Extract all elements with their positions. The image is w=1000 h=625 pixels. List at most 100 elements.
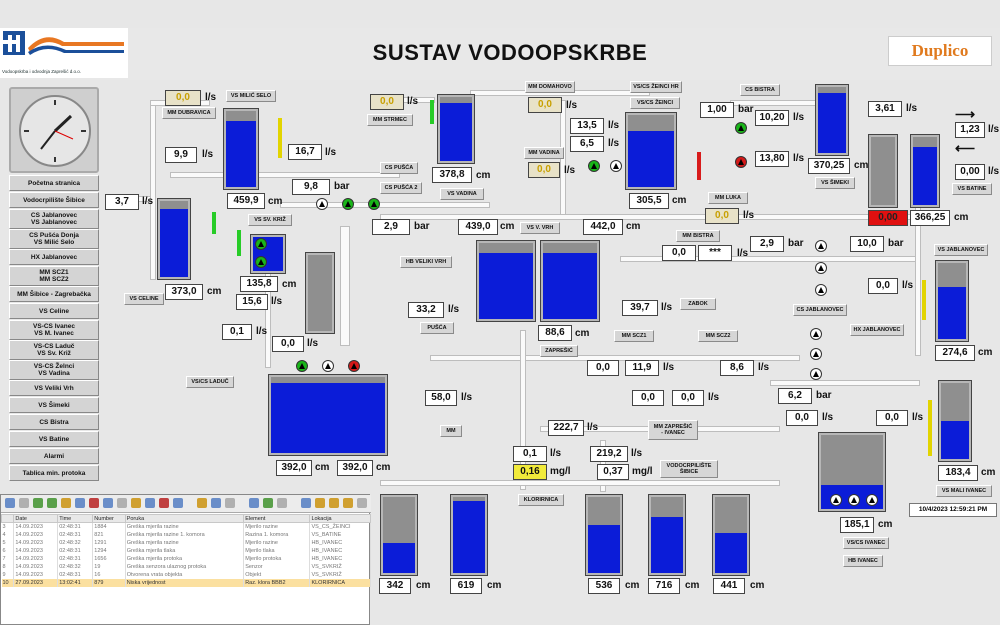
pump-icon[interactable] — [316, 198, 328, 210]
folder-icon[interactable] — [61, 498, 71, 508]
pump-icon[interactable] — [368, 198, 380, 210]
nav-item[interactable]: CS Jablanovec VS Jablanovec — [9, 209, 99, 229]
mm-luka-label[interactable]: MM LUKA — [708, 192, 748, 204]
vs-cs-ivanec-label[interactable]: VS/CS IVANEC — [843, 537, 889, 549]
view-icon[interactable] — [211, 498, 221, 508]
vs-jablanovec-label[interactable]: VS JABLANOVEC — [934, 244, 988, 256]
pump-icon[interactable] — [735, 156, 747, 168]
nav-item[interactable]: CS Bistra — [9, 414, 99, 430]
mm-vadina-label[interactable]: MM VADINA — [524, 147, 564, 159]
pump-icon[interactable] — [810, 368, 822, 380]
export-icon[interactable] — [249, 498, 259, 508]
nav-item[interactable]: HX Jablanovec — [9, 249, 99, 265]
vs-mali-ivanec-label[interactable]: VS MALI IVANEC — [936, 485, 992, 497]
alarm-column-header[interactable]: Element — [243, 514, 311, 523]
mm-dubravica-label[interactable]: MM DUBRAVICA — [162, 107, 216, 119]
vs-batine-label[interactable]: VS BATINE — [952, 183, 992, 195]
pump-icon[interactable] — [810, 348, 822, 360]
mm-domahovo-label[interactable]: MM DOMAHOVO — [525, 81, 575, 93]
refresh-icon[interactable] — [33, 498, 43, 508]
mm-zapresic-ivanec-label[interactable]: MM ZAPREŠIĆ - IVANEC — [648, 420, 698, 440]
note-icon[interactable] — [197, 498, 207, 508]
vs-cs-zeinci-hr-label[interactable]: VS/CS ŽEINCI HR — [630, 81, 682, 93]
pump-icon[interactable] — [255, 256, 267, 268]
cs-jablanovec-label[interactable]: CS JABLANOVEC — [793, 304, 847, 316]
vs-cs-laduc-label[interactable]: VS/CS LADUČ — [186, 376, 234, 388]
alarm-column-header[interactable]: Poruka — [124, 514, 245, 523]
nav-item[interactable]: Alarmi — [9, 448, 99, 464]
vs-simeki-label[interactable]: VS ŠIMEKI — [815, 177, 855, 189]
pump-icon[interactable] — [255, 238, 267, 250]
nav-item[interactable]: VS Batine — [9, 431, 99, 447]
nav-item[interactable]: VS Celine — [9, 303, 99, 319]
info-icon[interactable] — [5, 498, 15, 508]
nav-item[interactable]: MM Šibice - Zagrebačka — [9, 286, 99, 302]
help-icon[interactable] — [315, 498, 325, 508]
nav-item[interactable]: MM SCZ1 MM SCZ2 — [9, 266, 99, 286]
window-icon[interactable] — [173, 498, 183, 508]
mm-strmec-label[interactable]: MM STRMEC — [367, 114, 413, 126]
pump-icon[interactable] — [735, 122, 747, 134]
pump-icon[interactable] — [296, 360, 308, 372]
nav-item[interactable]: Početna stranica — [9, 175, 99, 191]
alarm-column-header[interactable]: Lokacija — [309, 514, 371, 523]
export-icon[interactable] — [131, 498, 141, 508]
klorirnica-label[interactable]: KLORIRNICA — [518, 494, 564, 506]
unlock-icon[interactable] — [357, 498, 367, 508]
lock-icon[interactable] — [343, 498, 353, 508]
nav-item[interactable]: VS Šimeki — [9, 397, 99, 413]
info-icon[interactable] — [301, 498, 311, 508]
mm-bistra-label[interactable]: MM BISTRA — [676, 230, 720, 242]
cs-bistra-label[interactable]: CS BISTRA — [740, 84, 780, 96]
nav-item[interactable]: VS Veliki Vrh — [9, 380, 99, 396]
mm-scz1-label[interactable]: MM SCZ1 — [614, 330, 654, 342]
check-icon[interactable] — [263, 498, 273, 508]
hb-ivanec-label[interactable]: HB IVANEC — [843, 555, 883, 567]
grid-icon[interactable] — [225, 498, 235, 508]
pump-icon[interactable] — [830, 494, 842, 506]
zabok-label[interactable]: ZABOK — [680, 298, 716, 310]
cs-pusca-2-label[interactable]: CS PUŠĆA 2 — [380, 182, 422, 194]
alarm-column-header[interactable]: Date — [13, 514, 59, 523]
nav-item[interactable]: VS-CS Želnci VS Vadina — [9, 360, 99, 380]
hb-veliki-vrh-label[interactable]: HB VELIKI VRH — [400, 256, 452, 268]
stop-icon[interactable] — [159, 498, 169, 508]
copy-icon[interactable] — [103, 498, 113, 508]
pump-icon[interactable] — [815, 284, 827, 296]
pump-icon[interactable] — [815, 262, 827, 274]
vs-milic-selo-label[interactable]: VS MILIĆ SELO — [226, 90, 276, 102]
list-icon[interactable] — [75, 498, 85, 508]
nav-item[interactable]: Tablica min. protoka — [9, 465, 99, 481]
alarm-column-header[interactable]: Time — [57, 514, 94, 523]
zapresic-label[interactable]: ZAPREŠIĆ — [540, 345, 578, 357]
alarm-column-header[interactable] — [0, 514, 15, 523]
mm-scz2-label[interactable]: MM SCZ2 — [698, 330, 738, 342]
help-icon[interactable] — [329, 498, 339, 508]
vs-v-vrh-label[interactable]: VS V. VRH — [520, 222, 560, 234]
pump-icon[interactable] — [610, 160, 622, 172]
pump-icon[interactable] — [322, 360, 334, 372]
nav-item[interactable]: VS-CS Laduč VS Sv. Križ — [9, 340, 99, 360]
alarm-column-header[interactable]: Number — [92, 514, 126, 523]
hx-jablanovec-label[interactable]: HX JABLANOVEC — [850, 324, 904, 336]
mm-label[interactable]: MM — [440, 425, 462, 437]
settings-icon[interactable] — [19, 498, 29, 508]
pump-icon[interactable] — [348, 360, 360, 372]
vs-cs-zeinci-label[interactable]: VS/CS ŽEINCI — [630, 97, 680, 109]
nav-item[interactable]: Vodocrpilište Šibice — [9, 192, 99, 208]
vs-vadina-label[interactable]: VS VADINA — [440, 188, 484, 200]
nav-item[interactable]: VS-CS Ivanec VS M. Ivanec — [9, 320, 99, 340]
pusca-label[interactable]: PUŠĆA — [420, 322, 454, 334]
nav-item[interactable]: CS Pušća Donja VS Milić Selo — [9, 229, 99, 249]
print-icon[interactable] — [145, 498, 155, 508]
cs-pusca-label[interactable]: CS PUŠĆA — [380, 162, 418, 174]
pump-icon[interactable] — [848, 494, 860, 506]
